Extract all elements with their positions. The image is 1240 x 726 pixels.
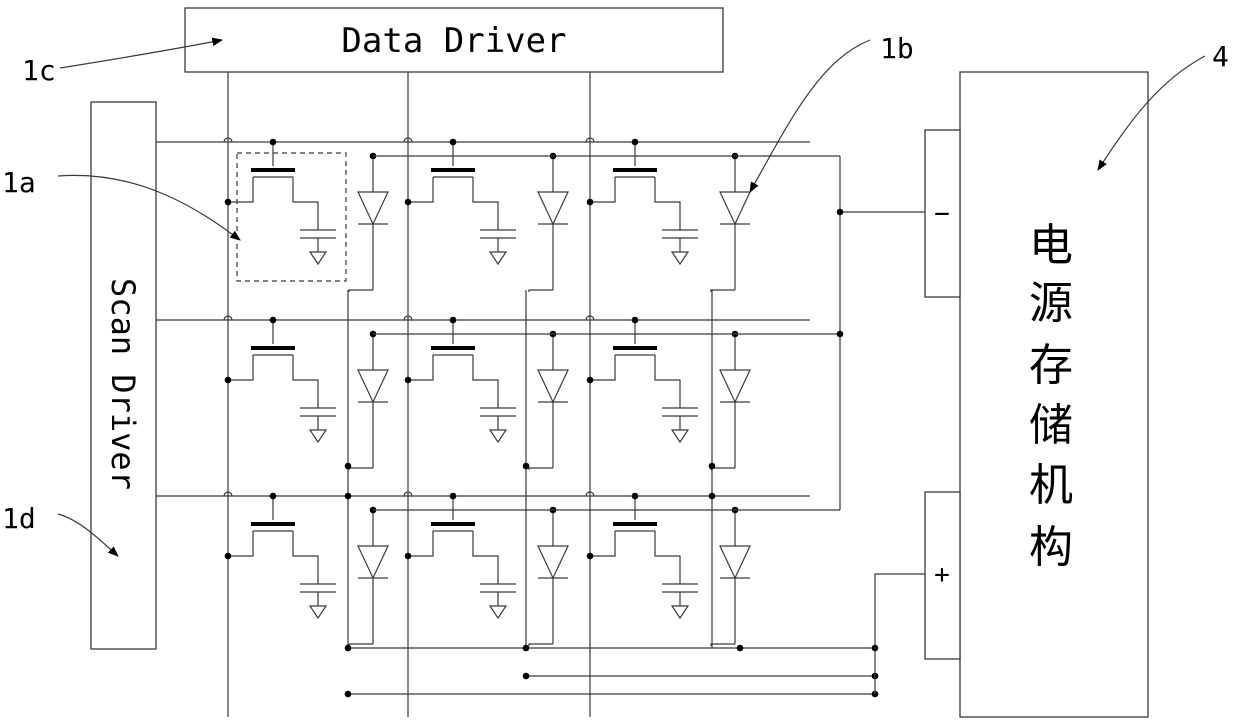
- diode-return: [349, 644, 373, 646]
- junction-dot: [450, 493, 457, 500]
- junction-dot: [345, 463, 352, 470]
- junction-dot: [632, 317, 639, 324]
- junction-dot: [450, 139, 457, 146]
- source-lead: [408, 177, 433, 202]
- junction-dot: [345, 493, 352, 500]
- junction-dot: [270, 317, 277, 324]
- diode-return: [529, 468, 553, 470]
- diode-return: [349, 290, 373, 292]
- junction-dot: [345, 691, 352, 698]
- drain-lead: [655, 531, 680, 584]
- diode-icon: [720, 546, 750, 578]
- ground-icon: [310, 430, 326, 442]
- source-lead: [228, 177, 253, 202]
- source-lead: [590, 531, 615, 556]
- drain-lead: [473, 355, 498, 408]
- drain-lead: [655, 177, 680, 230]
- power-storage-block: [960, 72, 1148, 717]
- junction-dot: [405, 553, 412, 560]
- diode-icon: [720, 192, 750, 224]
- drain-lead: [473, 177, 498, 230]
- callout-1b-label: 1b: [880, 32, 914, 65]
- junction-dot: [270, 493, 277, 500]
- ground-icon: [490, 606, 506, 618]
- junction-dot: [405, 377, 412, 384]
- diode-return: [529, 290, 553, 292]
- ground-icon: [490, 430, 506, 442]
- diode-return: [711, 644, 735, 646]
- source-lead: [228, 531, 253, 556]
- junction-dot: [523, 645, 530, 652]
- callout-1b-arrow: [750, 40, 870, 192]
- callout-1d-label: 1d: [2, 502, 36, 535]
- drain-lead: [655, 355, 680, 408]
- storage-char-0: 电: [1029, 220, 1073, 271]
- ground-icon: [672, 430, 688, 442]
- diode-return: [349, 468, 373, 470]
- callout-4-label: 4: [1212, 40, 1229, 73]
- drain-lead: [293, 177, 318, 230]
- scan-driver-label: Scan Driver: [104, 278, 142, 490]
- diode-icon: [538, 546, 568, 578]
- diode-icon: [358, 192, 388, 224]
- junction-dot: [709, 463, 716, 470]
- junction-dot: [405, 199, 412, 206]
- drain-lead: [293, 531, 318, 584]
- junction-dot: [709, 493, 716, 500]
- junction-dot: [225, 199, 232, 206]
- junction-dot: [632, 139, 639, 146]
- data-driver-label: Data Driver: [341, 21, 566, 61]
- pixel-unit-outline: [237, 153, 346, 281]
- junction-dot: [837, 209, 844, 216]
- storage-char-3: 储: [1029, 400, 1073, 451]
- ground-icon: [310, 252, 326, 264]
- junction-dot: [587, 377, 594, 384]
- ground-icon: [672, 606, 688, 618]
- callout-1a-label: 1a: [2, 166, 36, 199]
- diode-icon: [538, 370, 568, 402]
- junction-dot: [872, 645, 879, 652]
- junction-dot: [587, 199, 594, 206]
- diode-icon: [358, 370, 388, 402]
- callout-1c-label: 1c: [22, 54, 56, 87]
- junction-dot: [225, 377, 232, 384]
- source-lead: [408, 355, 433, 380]
- positive-feed: [875, 574, 925, 694]
- source-lead: [590, 355, 615, 380]
- ground-icon: [490, 252, 506, 264]
- junction-dot: [523, 673, 530, 680]
- diode-icon: [538, 192, 568, 224]
- ground-icon: [672, 252, 688, 264]
- positive-terminal-label: +: [934, 560, 950, 590]
- junction-dot: [587, 553, 594, 560]
- source-lead: [228, 355, 253, 380]
- junction-dot: [632, 493, 639, 500]
- negative-terminal-label: −: [934, 199, 950, 229]
- drain-lead: [293, 355, 318, 408]
- source-lead: [408, 531, 433, 556]
- junction-dot: [837, 331, 844, 338]
- storage-char-4: 机: [1029, 460, 1073, 511]
- diode-return: [711, 290, 735, 292]
- callout-1b: 1b: [750, 32, 914, 192]
- junction-dot: [450, 317, 457, 324]
- junction-dot: [737, 645, 744, 652]
- ground-icon: [310, 606, 326, 618]
- storage-char-5: 构: [1029, 522, 1073, 573]
- junction-dot: [345, 645, 352, 652]
- junction-dot: [270, 139, 277, 146]
- pixel-array: [156, 72, 925, 717]
- storage-char-2: 存: [1029, 340, 1073, 391]
- diode-return: [529, 644, 553, 646]
- diode-icon: [358, 546, 388, 578]
- junction-dot: [225, 553, 232, 560]
- diode-icon: [720, 370, 750, 402]
- storage-char-1: 源: [1029, 278, 1073, 329]
- junction-dot: [523, 463, 530, 470]
- source-lead: [590, 177, 615, 202]
- diode-return: [711, 468, 735, 470]
- drain-lead: [473, 531, 498, 584]
